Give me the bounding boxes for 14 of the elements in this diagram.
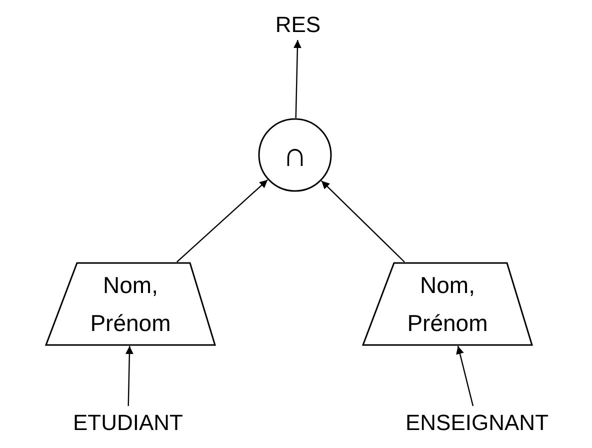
arrow: [456, 346, 474, 406]
projection-trapezoid: [362, 262, 533, 346]
relation-name: ETUDIANT: [68, 406, 188, 438]
operator-symbol: ∩: [282, 138, 308, 172]
arrow: [176, 179, 268, 262]
relation-name: ENSEIGNANT: [404, 406, 550, 438]
arrow: [321, 180, 405, 262]
attribute-list: Nom, Prénom: [392, 266, 502, 342]
relation-name: RES: [268, 8, 328, 40]
attribute-list: Nom, Prénom: [76, 266, 186, 342]
arrow: [293, 40, 302, 118]
arrow: [125, 346, 134, 406]
operator-circle: [258, 118, 332, 192]
projection-trapezoid: [45, 262, 216, 346]
